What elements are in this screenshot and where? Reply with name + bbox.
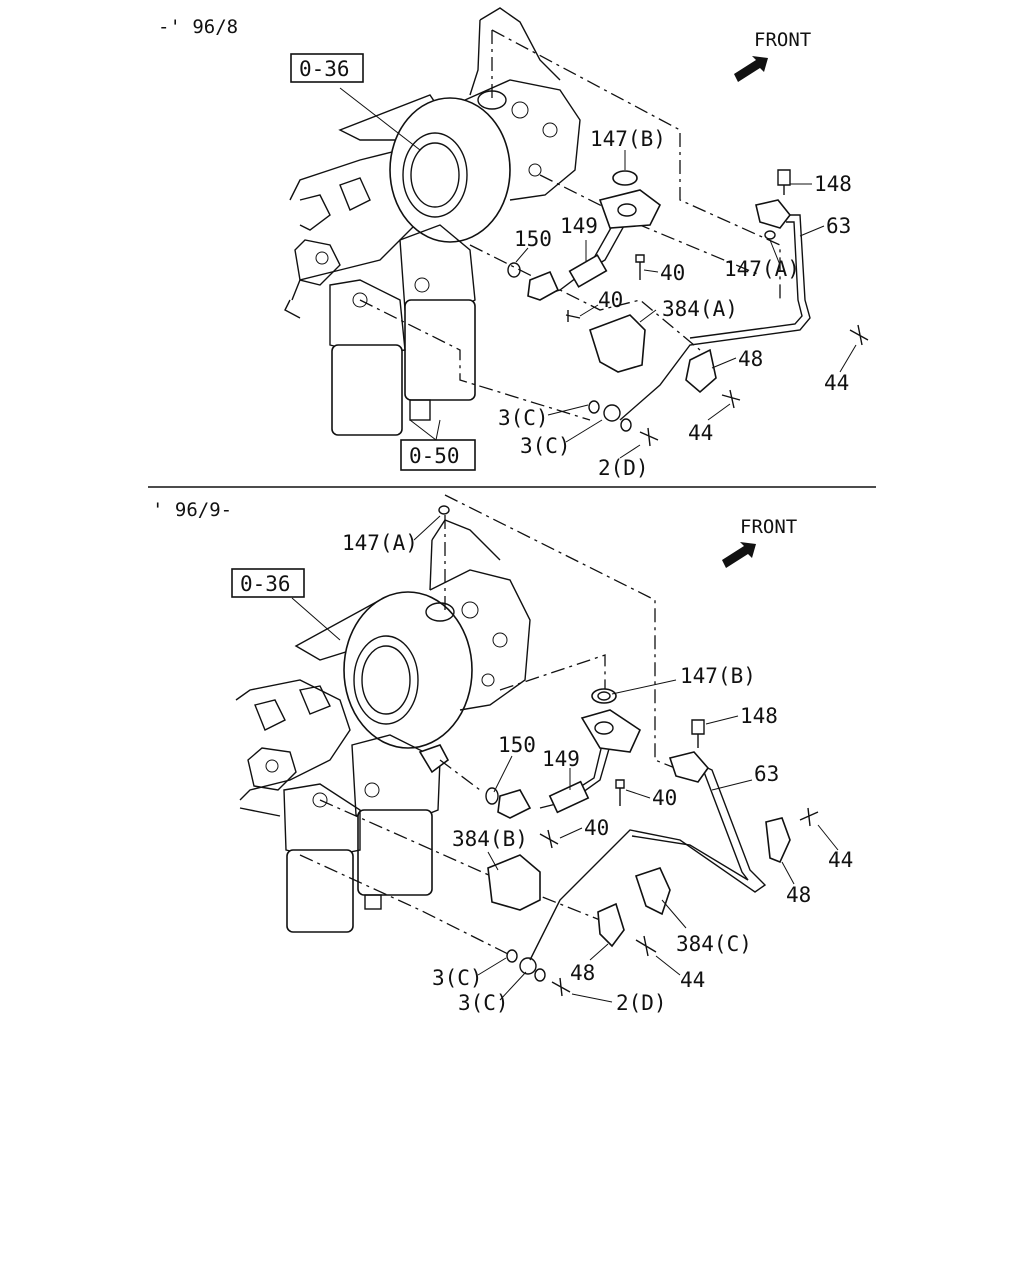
- top-label-48: 48: [738, 347, 763, 371]
- bottom-label-3c-lower: 3(C): [458, 991, 509, 1015]
- top-clip-48: [685, 348, 717, 394]
- top-turbocharger: [338, 7, 581, 243]
- top-ref-0-36-label: 0-36: [299, 57, 350, 81]
- top-label-148: 148: [814, 172, 852, 196]
- bottom-label-63: 63: [754, 762, 779, 786]
- top-label-3c-lower: 3(C): [520, 434, 571, 458]
- bottom-label-44-lower: 44: [680, 968, 705, 992]
- top-label-384a: 384(A): [662, 297, 738, 321]
- top-label-44-right: 44: [824, 371, 849, 395]
- bottom-return-pipe-63: [529, 751, 791, 961]
- bottom-clamp-384c: [634, 867, 671, 916]
- bottom-fasteners: [438, 505, 819, 997]
- top-label-3c-upper: 3(C): [498, 406, 549, 430]
- top-fasteners: [507, 169, 869, 447]
- bottom-leader-filter: [439, 759, 481, 791]
- bottom-label-384c: 384(C): [676, 932, 752, 956]
- bottom-leader-filter-3: [299, 854, 511, 956]
- top-return-pipe-63: [619, 199, 811, 421]
- top-label-147b: 147(B): [590, 127, 666, 151]
- bottom-label-40-lower: 40: [584, 816, 609, 840]
- bottom-label-149: 149: [542, 747, 580, 771]
- top-label-150: 150: [514, 227, 552, 251]
- bottom-diagram: ' 96/9- FRONT 0-36: [152, 494, 853, 1015]
- top-diagram: -' 96/8 FRONT 0-36 0-50: [158, 7, 869, 480]
- top-leader-filter: [469, 244, 701, 351]
- top-oil-pipe-149: [527, 170, 662, 301]
- top-label-40-lower: 40: [598, 288, 623, 312]
- bottom-front-arrow-icon: [722, 542, 756, 568]
- top-label-44-lower: 44: [688, 421, 713, 445]
- top-callout-leaders: [339, 87, 857, 459]
- bottom-label-2d: 2(D): [616, 991, 667, 1015]
- bottom-label-384b: 384(B): [452, 827, 528, 851]
- top-label-40-upper: 40: [660, 261, 685, 285]
- bottom-ref-0-36[interactable]: 0-36: [231, 568, 305, 598]
- top-label-63: 63: [826, 214, 851, 238]
- bottom-turbocharger: [294, 519, 531, 749]
- top-ref-0-36[interactable]: 0-36: [290, 53, 364, 83]
- top-label-2d: 2(D): [598, 456, 649, 480]
- bottom-label-40-upper: 40: [652, 786, 677, 810]
- top-front-arrow-icon: [734, 56, 768, 82]
- top-front-label: FRONT: [754, 29, 811, 51]
- bottom-label-150: 150: [498, 733, 536, 757]
- top-ref-0-50-label: 0-50: [409, 444, 460, 468]
- bottom-label-44-right: 44: [828, 848, 853, 872]
- bottom-leader-pipe: [499, 654, 606, 700]
- bottom-front-label: FRONT: [740, 516, 797, 538]
- top-ref-0-50[interactable]: 0-50: [400, 439, 476, 471]
- bottom-clamp-384b: [487, 854, 541, 911]
- top-leader-filter-2: [359, 299, 591, 421]
- bottom-engine-block: [235, 679, 351, 817]
- top-label-147a: 147(A): [724, 257, 800, 281]
- bottom-callout-leaders: [291, 515, 839, 1003]
- top-period-label: -' 96/8: [158, 16, 238, 38]
- bottom-label-147a: 147(A): [342, 531, 418, 555]
- bottom-label-48-right: 48: [786, 883, 811, 907]
- bottom-label-148: 148: [740, 704, 778, 728]
- top-clamp-384a: [589, 314, 646, 373]
- bottom-oil-filters: [283, 734, 450, 933]
- top-oil-filters: [329, 224, 476, 436]
- top-leader-main: [491, 29, 781, 300]
- bottom-label-3c-upper: 3(C): [432, 966, 483, 990]
- bottom-leader-main: [444, 494, 681, 771]
- top-label-149: 149: [560, 214, 598, 238]
- bottom-clip-48: [597, 902, 625, 948]
- bottom-ref-0-36-label: 0-36: [240, 572, 291, 596]
- bottom-label-48-lower: 48: [570, 961, 595, 985]
- bottom-oil-pipe-149: [497, 688, 642, 819]
- bottom-period-label: ' 96/9-: [152, 499, 232, 521]
- bottom-label-147b: 147(B): [680, 664, 756, 688]
